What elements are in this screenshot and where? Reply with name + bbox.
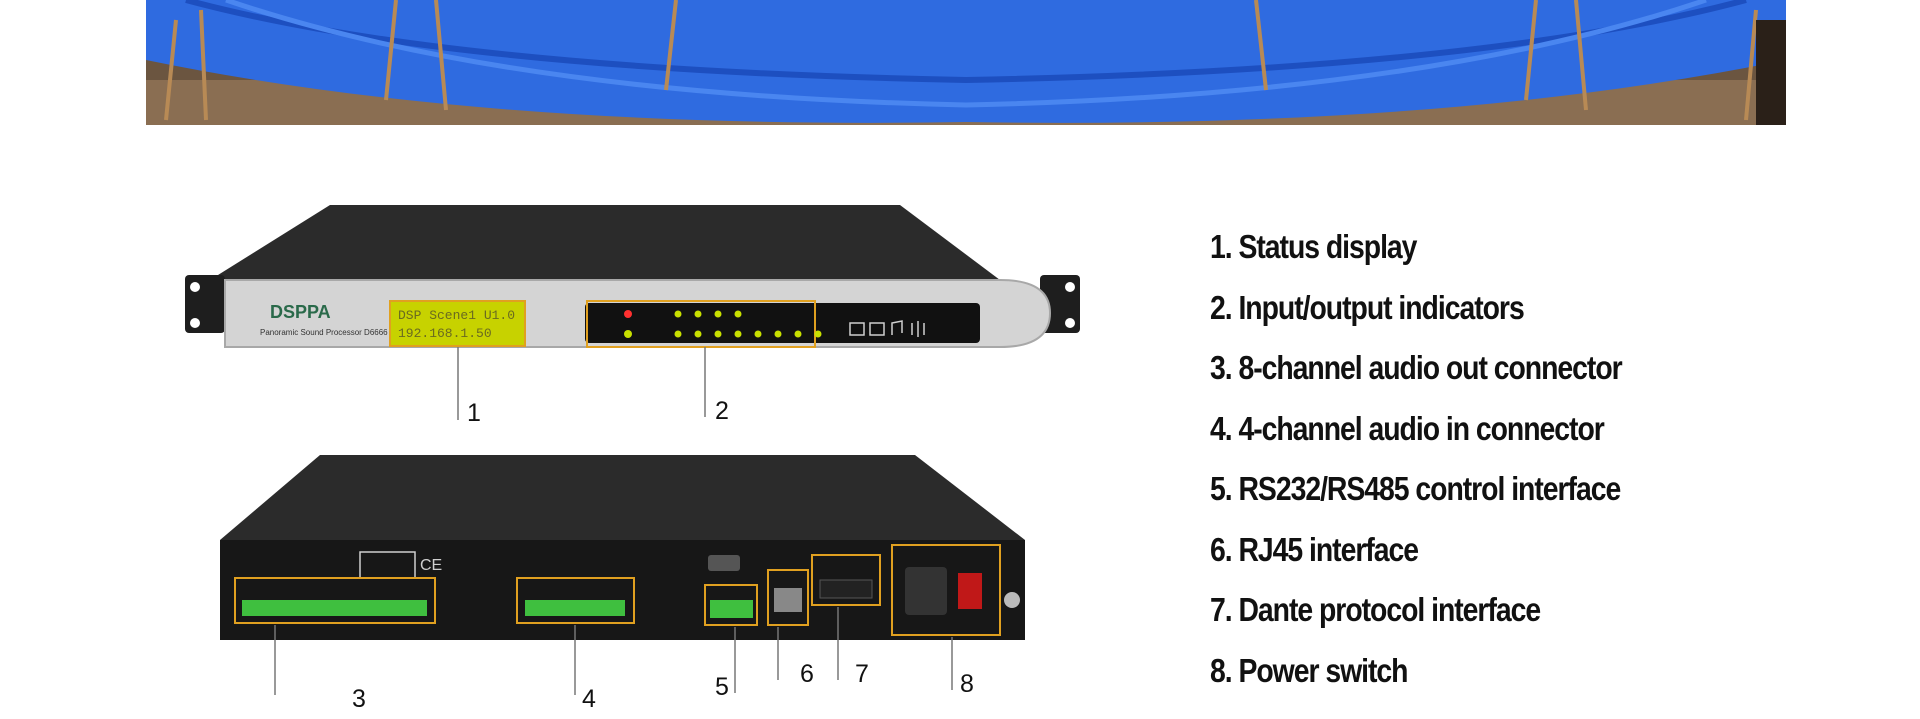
lcd-line-1: DSP Scene1 U1.0 [398, 308, 515, 323]
rear-panel: CE [220, 455, 1025, 640]
processor-illustration: DSPPA Panoramic Sound Processor D6666 DS… [185, 205, 1080, 713]
hero-banner-image [146, 0, 1786, 125]
front-panel: DSPPA Panoramic Sound Processor D6666 DS… [185, 205, 1080, 348]
callout-6: 6 [800, 660, 814, 688]
feature-item-io-indicators: 2. Input/output indicators [1210, 288, 1525, 326]
feature-item-power-switch: 8. Power switch [1210, 651, 1408, 689]
callout-4: 4 [582, 685, 596, 713]
ce-mark: CE [420, 557, 442, 574]
feature-item-status-display: 1. Status display [1210, 228, 1417, 265]
brand-logo: DSPPA [270, 302, 331, 322]
feature-item-audio-out: 3. 8-channel audio out connector [1210, 349, 1623, 386]
callout-7: 7 [855, 660, 869, 688]
feature-item-rj45: 6. RJ45 interface [1210, 530, 1419, 568]
callout-2: 2 [715, 397, 729, 425]
feature-list: 1. Status display 2. Input/output indica… [1210, 225, 1890, 709]
callout-1: 1 [467, 399, 481, 427]
feature-item-rs232-rs485: 5. RS232/RS485 control interface [1210, 470, 1621, 507]
callout-3: 3 [352, 685, 366, 713]
lcd-line-2: 192.168.1.50 [398, 326, 492, 341]
callout-5: 5 [715, 673, 729, 701]
model-label: Panoramic Sound Processor D6666 [260, 328, 388, 337]
callout-8: 8 [960, 670, 974, 698]
feature-item-audio-in: 4. 4-channel audio in connector [1210, 409, 1605, 447]
feature-item-dante: 7. Dante protocol interface [1210, 591, 1541, 628]
